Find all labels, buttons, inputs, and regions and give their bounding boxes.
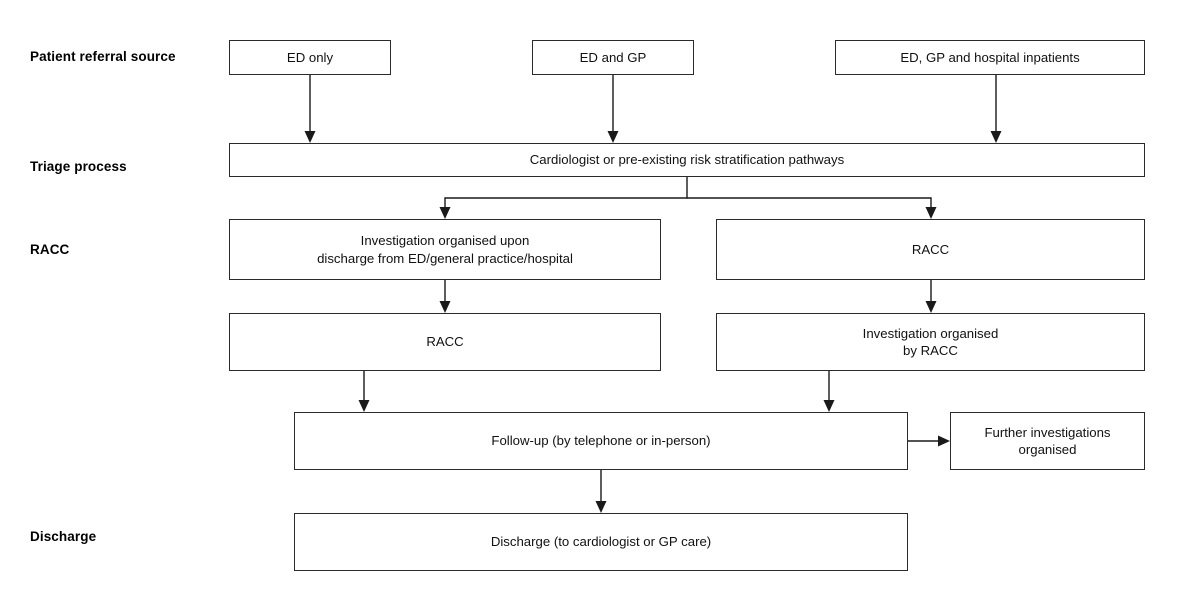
edge-investigation-to-racc-left <box>439 280 451 313</box>
node-investigation-by-racc[interactable]: Investigation organised by RACC <box>716 313 1145 371</box>
row-label-discharge: Discharge <box>30 529 97 544</box>
edge-ed-and-gp-to-triage <box>607 75 619 143</box>
row-label-triage-process: Triage process <box>30 159 127 174</box>
node-discharge[interactable]: Discharge (to cardiologist or GP care) <box>294 513 908 571</box>
node-ed-and-gp-label: ED and GP <box>579 49 647 65</box>
node-racc-right-label: RACC <box>911 241 950 257</box>
edge-ed-gp-hospital-to-triage <box>990 75 1002 143</box>
node-further-investigations-label: Further investigations organised <box>984 424 1111 457</box>
node-investigation-on-discharge[interactable]: Investigation organised upon discharge f… <box>229 219 661 280</box>
edge-racc-left-to-follow-up <box>358 371 370 412</box>
node-racc-right[interactable]: RACC <box>716 219 1145 280</box>
node-ed-gp-hospital-inpatients[interactable]: ED, GP and hospital inpatients <box>835 40 1145 75</box>
node-racc-left-label: RACC <box>426 334 464 350</box>
edge-racc-right-to-investigation <box>925 280 937 313</box>
node-follow-up-label: Follow-up (by telephone or in-person) <box>491 433 711 449</box>
edge-follow-up-to-further-investigations <box>908 435 950 447</box>
row-label-racc: RACC <box>30 242 70 257</box>
node-investigation-by-racc-label: Investigation organised by RACC <box>862 325 999 358</box>
node-ed-only[interactable]: ED only <box>229 40 391 75</box>
node-follow-up[interactable]: Follow-up (by telephone or in-person) <box>294 412 908 470</box>
node-triage-label: Cardiologist or pre-existing risk strati… <box>529 152 845 168</box>
node-ed-and-gp[interactable]: ED and GP <box>532 40 694 75</box>
node-ed-gp-hospital-inpatients-label: ED, GP and hospital inpatients <box>900 49 1080 65</box>
edge-follow-up-to-discharge <box>595 470 607 513</box>
node-triage[interactable]: Cardiologist or pre-existing risk strati… <box>229 143 1145 177</box>
edge-triage-split <box>439 177 937 219</box>
node-racc-left[interactable]: RACC <box>229 313 661 371</box>
node-discharge-label: Discharge (to cardiologist or GP care) <box>490 534 712 550</box>
row-label-patient-referral-source: Patient referral source <box>30 49 176 64</box>
node-further-investigations[interactable]: Further investigations organised <box>950 412 1145 470</box>
edge-ed-only-to-triage <box>304 75 316 143</box>
edge-investigation-by-racc-to-follow-up <box>823 371 835 412</box>
node-investigation-on-discharge-label: Investigation organised upon discharge f… <box>317 233 573 266</box>
node-ed-only-label: ED only <box>286 49 334 65</box>
